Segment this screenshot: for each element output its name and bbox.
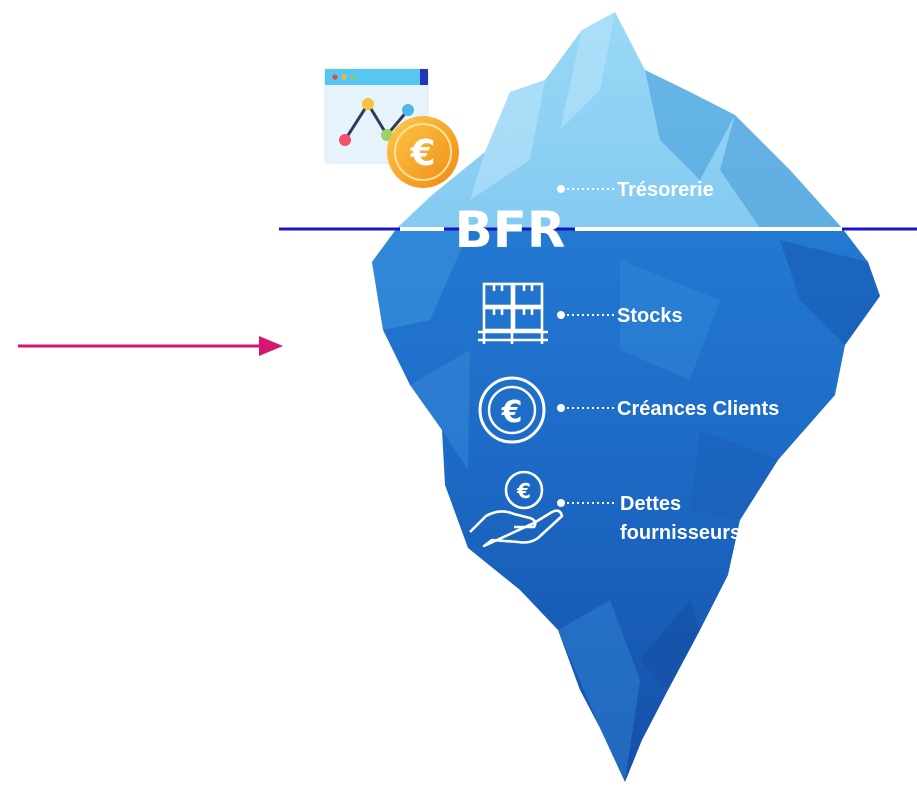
ice-facet [645, 70, 735, 180]
euro-coin-symbol: € [409, 133, 435, 174]
euro-coin-circle-icon: € [478, 376, 546, 444]
iceberg [372, 12, 880, 782]
ice-facet [780, 240, 880, 345]
item-creances-label: Créances Clients [617, 398, 779, 420]
ice-facet [372, 229, 470, 330]
iceberg-below-water [372, 229, 880, 782]
pointer-arrow [18, 336, 283, 356]
ice-facet [558, 600, 640, 782]
item-tresorerie-label: Trésorerie [617, 179, 714, 201]
bfr-label: BFR [455, 201, 566, 259]
ice-facet [690, 430, 778, 520]
euro-coin-icon: € [387, 116, 459, 188]
item-dettes-label: Dettes [620, 493, 681, 515]
item-dettes-label-line2: fournisseurs [620, 522, 741, 544]
euro-symbol: € [501, 395, 523, 430]
ice-facet [620, 260, 720, 380]
hand-coin-icon: € [469, 470, 564, 548]
item-tresorerie: Trésorerie [557, 179, 714, 201]
item-dettes-fournisseurs: Dettes fournisseurs [557, 493, 741, 544]
item-stocks: Stocks [557, 305, 683, 327]
ice-facet [640, 600, 700, 690]
pallet-boxes-icon [478, 282, 548, 344]
ice-facet [470, 80, 545, 200]
item-stocks-label: Stocks [617, 305, 683, 327]
ice-facet [560, 12, 615, 130]
hand-coin-euro-symbol: € [516, 479, 531, 503]
item-creances-clients: Créances Clients [557, 398, 779, 420]
ice-facet [410, 350, 470, 470]
ice-facet [720, 115, 842, 228]
